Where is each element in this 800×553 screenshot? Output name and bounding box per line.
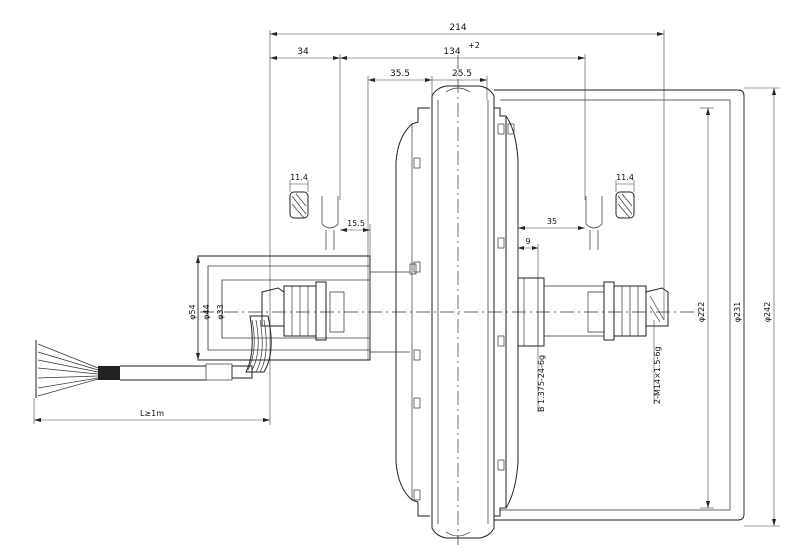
dim-231-label: φ231 xyxy=(733,302,742,323)
dim-flange-b-label: 25.5 xyxy=(452,69,472,79)
dim-flat-left-label: 11.4 xyxy=(290,173,308,182)
dimension-flange-a: 35.5 xyxy=(367,69,433,360)
axle-thread-callout: 2-M14×1.5-6g xyxy=(653,320,662,404)
left-axle xyxy=(197,255,417,361)
dim-inner-tol: +2 xyxy=(468,41,480,50)
dimension-dia-222: φ222 xyxy=(697,107,714,509)
right-axle-nut xyxy=(587,281,669,341)
dim-33-label: φ33 xyxy=(216,304,225,319)
dim-left-offset-label: 34 xyxy=(297,47,309,57)
dim-flat-right-label: 11.4 xyxy=(616,173,634,182)
freewheel-thread-label: B 1.375-24-6g xyxy=(537,355,546,412)
dimension-left-diameters: φ54 φ44 φ33 xyxy=(188,256,225,360)
dim-cable-label: L≥1m xyxy=(140,409,164,418)
rim xyxy=(431,85,495,539)
dim-axle-step-label: 15.5 xyxy=(347,219,365,228)
hub-shell-left xyxy=(395,107,430,517)
dimension-dia-231: φ231 xyxy=(733,96,745,514)
right-dropout xyxy=(585,196,603,250)
left-dropout xyxy=(321,196,339,250)
dim-small-gap-label: 9 xyxy=(525,237,530,246)
dimension-total: 214 xyxy=(269,23,665,425)
right-flat-detail: 11.4 xyxy=(615,173,635,219)
motor-cable xyxy=(35,315,272,398)
dimension-dia-242: φ242 xyxy=(744,87,780,527)
axle-thread-label: 2-M14×1.5-6g xyxy=(653,346,662,404)
dimension-left-offset: 34 xyxy=(270,47,341,200)
left-axle-nut xyxy=(261,281,345,341)
dim-inner-label: 134 xyxy=(443,47,460,57)
dim-222-label: φ222 xyxy=(697,302,706,323)
dim-54-label: φ54 xyxy=(188,304,197,319)
dim-242-label: φ242 xyxy=(763,302,772,323)
dimension-cable: L≥1m xyxy=(33,398,270,424)
outer-envelope xyxy=(494,89,745,521)
freewheel-thread-callout: B 1.375-24-6g xyxy=(537,312,546,412)
left-flat-detail: 11.4 xyxy=(289,173,309,219)
dimension-right-step: 35 xyxy=(517,217,585,278)
freewheel-body xyxy=(517,277,604,347)
dimension-axle-step: 15.5 xyxy=(340,219,371,256)
dim-44-label: φ44 xyxy=(202,304,211,319)
dimension-inner: 134 +2 xyxy=(340,41,586,200)
dim-right-step-label: 35 xyxy=(547,217,557,226)
dimension-small-gap: 9 xyxy=(518,237,539,278)
dim-total-label: 214 xyxy=(449,23,466,33)
dim-flange-a-label: 35.5 xyxy=(390,69,410,79)
dimension-flange-b: 25.5 xyxy=(432,69,488,100)
